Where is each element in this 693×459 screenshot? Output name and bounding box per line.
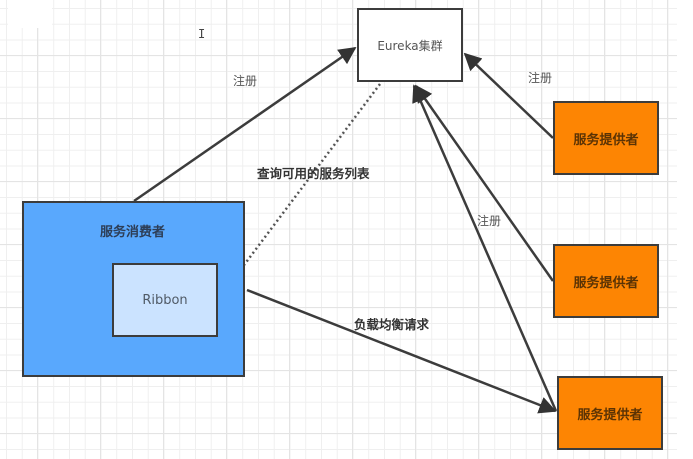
edge-provider1-to-eureka[interactable] bbox=[463, 52, 554, 139]
service-consumer-label: 服务消费者 bbox=[100, 225, 166, 240]
canvas-grid bbox=[0, 0, 677, 459]
edge-consumer-to-eureka[interactable] bbox=[133, 46, 357, 203]
service-provider-node-3[interactable]: 服务提供者 bbox=[557, 376, 663, 450]
eureka-cluster-label: Eureka集群 bbox=[377, 38, 443, 53]
ribbon-label: Ribbon bbox=[142, 292, 188, 308]
edge-label-register-middle: 注册 bbox=[477, 214, 502, 228]
edge-ribbon-to-provider3[interactable] bbox=[246, 288, 557, 414]
service-provider-label-3: 服务提供者 bbox=[577, 407, 643, 423]
ribbon-node[interactable]: Ribbon bbox=[112, 263, 218, 337]
service-provider-label-2: 服务提供者 bbox=[573, 275, 639, 291]
canvas-corner-patch bbox=[8, 0, 52, 28]
edge-provider2-to-eureka[interactable] bbox=[414, 84, 555, 282]
service-provider-node-2[interactable]: 服务提供者 bbox=[553, 244, 659, 318]
edge-label-register-left: 注册 bbox=[233, 74, 258, 88]
eureka-cluster-node[interactable]: Eureka集群 bbox=[357, 8, 463, 82]
edge-label-query-service-list: 查询可用的服务列表 bbox=[257, 166, 370, 181]
text-cursor-icon: I bbox=[198, 27, 206, 41]
edge-label-load-balance-request: 负载均衡请求 bbox=[354, 317, 430, 332]
edge-provider3-to-eureka[interactable] bbox=[412, 84, 558, 412]
service-provider-label-1: 服务提供者 bbox=[573, 132, 639, 148]
edge-label-register-right: 注册 bbox=[528, 71, 553, 85]
service-provider-node-1[interactable]: 服务提供者 bbox=[553, 101, 659, 175]
